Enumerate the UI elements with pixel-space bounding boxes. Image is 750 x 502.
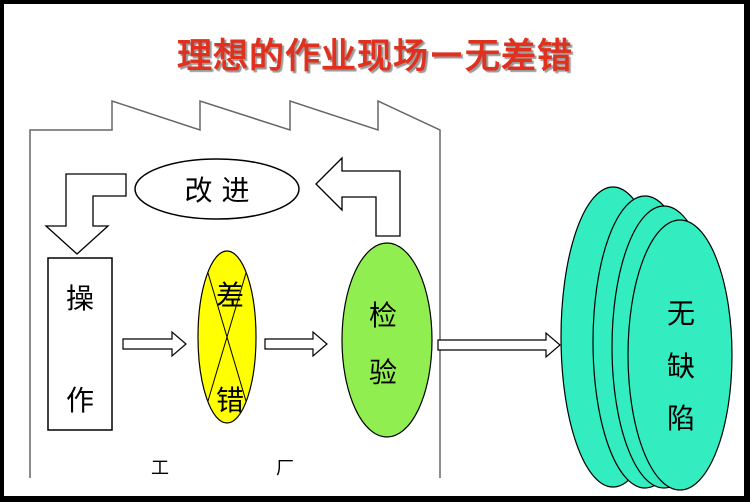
- operation-label-1: 操: [66, 282, 94, 315]
- inspection-label-1: 检: [369, 299, 397, 332]
- page-title: 理想的作业现场ー无差错: [176, 37, 573, 77]
- inspection-node: [341, 242, 433, 438]
- operation-box: [47, 257, 113, 431]
- factory-label-right: 厂: [276, 458, 294, 479]
- factory-label-left: 工: [151, 458, 169, 479]
- result-label-2: 缺: [667, 350, 695, 383]
- operation-label-2: 作: [66, 384, 94, 417]
- result-disc-4: [627, 219, 733, 491]
- improve-oval: [134, 158, 300, 220]
- factory-outline: [29, 99, 441, 478]
- error-cross-line-2: [207, 272, 247, 402]
- down-arrow: [44, 173, 127, 255]
- feedback-arrow: [315, 156, 401, 237]
- improve-label: 改 进: [185, 174, 250, 207]
- flow-arrow-3: [437, 331, 561, 359]
- error-label-2: 错: [216, 384, 244, 417]
- flow-arrow-2: [264, 330, 328, 358]
- result-label-3: 陷: [667, 402, 695, 435]
- flow-arrow-1: [122, 330, 187, 358]
- inspection-label-2: 验: [369, 356, 397, 389]
- error-label-1: 差: [216, 279, 244, 312]
- result-label-1: 无: [667, 297, 695, 330]
